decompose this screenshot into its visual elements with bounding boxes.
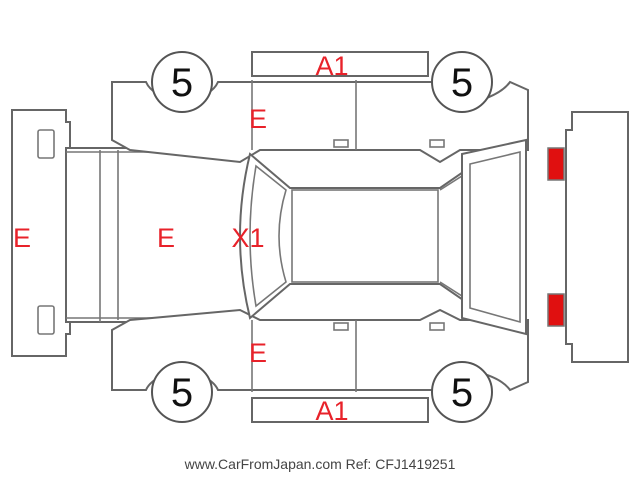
label-roof-bottom: A1 <box>315 396 348 426</box>
footer-reference: www.CarFromJapan.com Ref: CFJ1419251 <box>184 456 456 472</box>
label-hood: E <box>157 223 175 253</box>
rear-section <box>461 138 527 336</box>
front-bumper <box>11 109 71 357</box>
label-front-door-right: E <box>249 338 267 368</box>
roof-strip-top <box>251 51 429 77</box>
rear-bumper <box>565 111 629 363</box>
label-front-bumper: E <box>13 223 31 253</box>
label-windshield: X1 <box>231 223 264 253</box>
label-roof-top: A1 <box>315 51 348 81</box>
left-taillight <box>547 147 565 181</box>
tire-rear-right-rating: 5 <box>451 371 473 415</box>
tire-front-left: 5 <box>151 51 213 113</box>
tire-rear-right: 5 <box>431 361 493 423</box>
tire-front-right: 5 <box>151 361 213 423</box>
roof-strip-bottom <box>251 397 429 423</box>
tire-front-right-rating: 5 <box>171 371 193 415</box>
tire-rear-left-rating: 5 <box>451 61 473 105</box>
right-taillight <box>547 293 565 327</box>
tire-rear-left: 5 <box>431 51 493 113</box>
tire-front-left-rating: 5 <box>171 61 193 105</box>
label-front-door-left: E <box>249 104 267 134</box>
